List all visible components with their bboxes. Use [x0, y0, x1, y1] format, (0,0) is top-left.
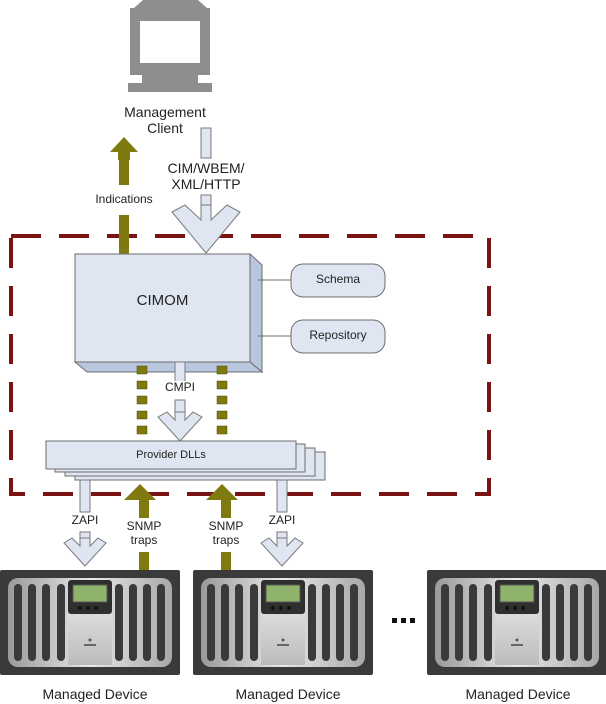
device-vent — [542, 584, 550, 661]
device-button — [513, 606, 517, 610]
device-button — [505, 606, 509, 610]
cimom-label: CIMOM — [136, 292, 189, 309]
management-client-label-line1: Management — [124, 104, 206, 120]
cimom-box — [73, 252, 264, 374]
olive-dotted-connector-left — [136, 365, 148, 435]
device-button — [94, 606, 98, 610]
device-button — [521, 606, 525, 610]
device-vent — [455, 584, 463, 661]
provider-dlls-label: Provider DLLs — [136, 449, 206, 461]
device-vent — [157, 584, 165, 661]
cmpi-arrow — [157, 361, 203, 442]
device-brand-text — [511, 644, 523, 646]
device-vent — [441, 584, 449, 661]
protocol-label: CIM/WBEM/ XML/HTTP — [150, 160, 262, 192]
interface-label-snmp-left: SNMP traps — [114, 519, 174, 548]
device-vent — [469, 584, 477, 661]
cim-wbem-arrow — [171, 127, 241, 254]
interface-label-line1: SNMP — [208, 519, 244, 533]
device-vent — [250, 584, 258, 661]
device-button — [271, 606, 275, 610]
device-vent — [235, 584, 243, 661]
computer-monitor-icon — [128, 0, 212, 92]
device-button — [279, 606, 283, 610]
device-label-3: Managed Device — [465, 686, 571, 702]
device-vent — [57, 584, 65, 661]
device-vent — [570, 584, 578, 661]
device-vent — [28, 584, 36, 661]
interface-label-line1: ZAPI — [268, 513, 296, 527]
device-button — [78, 606, 82, 610]
indications-label: Indications — [95, 192, 153, 206]
repository-label: Repository — [309, 328, 367, 342]
managed-device-icon — [427, 570, 606, 675]
device-label-2: Managed Device — [235, 686, 341, 702]
zapi-arrow-left — [63, 479, 107, 567]
indications-arrow — [110, 137, 138, 256]
interface-label-snmp-right: SNMP traps — [196, 519, 256, 548]
device-vent — [336, 584, 344, 661]
provider-dlls-box — [45, 440, 326, 481]
management-client-label: Management Client — [100, 104, 230, 136]
managed-device-icon — [0, 570, 180, 675]
interface-label-line1: SNMP — [126, 519, 162, 533]
device-vent — [129, 584, 137, 661]
device-brand-text — [84, 644, 96, 646]
interface-label-zapi-right: ZAPI — [257, 513, 307, 528]
device-vent — [115, 584, 123, 661]
device-vent — [308, 584, 316, 661]
managed-devices — [0, 570, 606, 675]
cmpi-label: CMPI — [155, 380, 205, 395]
protocol-label-line2: XML/HTTP — [171, 176, 241, 193]
device-vent — [207, 584, 215, 661]
device-vent — [584, 584, 592, 661]
management-client-label-line2: Client — [147, 120, 183, 137]
schema-box — [290, 263, 386, 298]
device-vent — [322, 584, 330, 661]
interface-label-line1: ZAPI — [71, 513, 99, 527]
zapi-arrow-right — [260, 479, 304, 567]
device-button — [287, 606, 291, 610]
device-lcd-screen — [499, 584, 535, 603]
device-lcd-screen — [265, 584, 301, 603]
device-lcd-screen — [72, 584, 108, 603]
ellipsis-dots — [392, 618, 415, 623]
device-vent — [42, 584, 50, 661]
device-brand-text — [277, 644, 289, 646]
repository-box — [290, 319, 386, 354]
interface-label-zapi-left: ZAPI — [60, 513, 110, 528]
schema-label: Schema — [315, 272, 361, 286]
interface-label-line2: traps — [212, 532, 240, 547]
device-button — [86, 606, 90, 610]
device-label-1: Managed Device — [42, 686, 148, 702]
device-logo-icon — [515, 638, 519, 642]
olive-dotted-connector-right — [216, 365, 228, 435]
managed-device-icon — [193, 570, 373, 675]
snmp-arrow-left — [124, 484, 156, 570]
protocol-label-line1: CIM/WBEM/ — [167, 160, 245, 176]
device-logo-icon — [281, 638, 285, 642]
device-logo-icon — [88, 638, 92, 642]
snmp-arrow-right — [206, 484, 238, 570]
interface-label-line2: traps — [130, 532, 158, 547]
device-vent — [143, 584, 151, 661]
device-vent — [556, 584, 564, 661]
device-vent — [350, 584, 358, 661]
device-vent — [221, 584, 229, 661]
device-vent — [14, 584, 22, 661]
device-vent — [484, 584, 492, 661]
system-boundary — [9, 234, 491, 496]
